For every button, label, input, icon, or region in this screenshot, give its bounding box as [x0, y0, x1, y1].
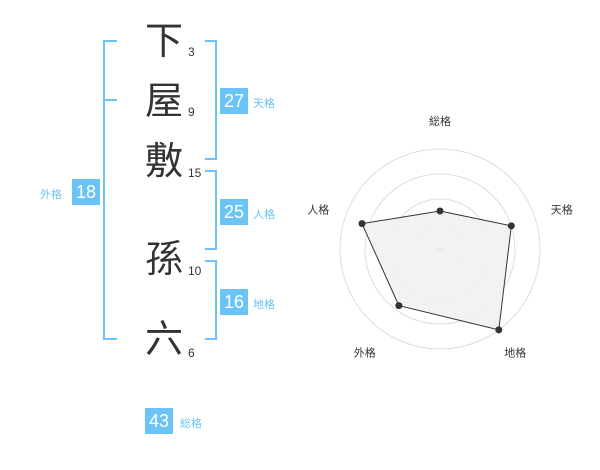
soukaku-label: 総格 [180, 417, 202, 430]
radar-points [358, 207, 515, 334]
name-char-3: 敷 [144, 139, 183, 183]
radar-axis-label: 天格 [551, 202, 573, 216]
radar-shape [361, 210, 512, 331]
name-char-4: 孫 [144, 237, 183, 281]
stroke-count-5: 6 [188, 346, 195, 360]
radar-ring [364, 173, 516, 325]
radar-point [358, 220, 366, 228]
name-char-2: 屋 [144, 79, 183, 123]
gaikaku-badge: 18 [72, 179, 100, 205]
stroke-count-1: 3 [188, 45, 195, 59]
chikaku-label: 地格 [253, 298, 275, 311]
radar-polygon [361, 210, 512, 331]
radar-point [495, 326, 503, 334]
radar-point [436, 207, 444, 215]
stroke-count-4: 10 [188, 264, 202, 278]
radar-axis-label: 外格 [354, 346, 376, 360]
radar-point [395, 302, 403, 310]
chikaku-badge: 16 [220, 289, 248, 315]
jinkaku-label: 人格 [253, 208, 275, 221]
radar-axis-label: 人格 [307, 202, 329, 216]
soukaku-badge: 43 [145, 408, 173, 434]
name-char-1: 下 [144, 19, 183, 63]
tenkaku-label: 天格 [253, 97, 275, 110]
stroke-count-2: 9 [188, 105, 195, 119]
name-char-5: 六 [144, 317, 183, 361]
radar-axis-label: 地格 [504, 346, 526, 360]
stroke-count-3: 15 [188, 166, 202, 180]
radar-point [507, 222, 515, 230]
tenkaku-badge: 27 [220, 88, 248, 114]
radar-axis-label: 総格 [429, 114, 451, 128]
gaikaku-label: 外格 [40, 188, 62, 201]
radar-ring [339, 148, 541, 350]
jinkaku-badge: 25 [220, 199, 248, 225]
